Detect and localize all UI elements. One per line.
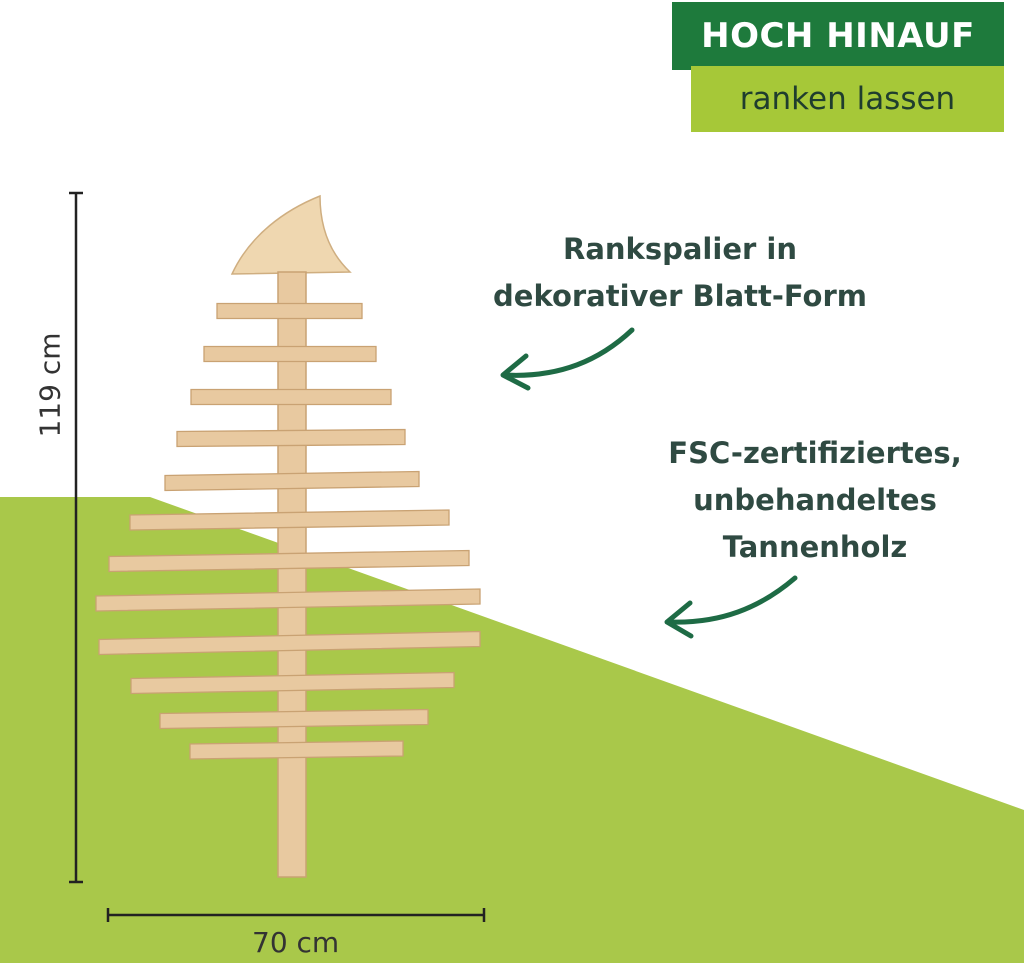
callout-line: Tannenholz (722, 530, 908, 564)
trellis-slat (189, 740, 404, 760)
callout-arrow-1 (500, 327, 635, 391)
trellis-illustration (95, 194, 481, 878)
trellis-slat (203, 345, 377, 363)
callout-leaf-shape: Rankspalier in dekorativer Blatt-Form (460, 226, 900, 320)
height-dimension-line (69, 191, 83, 884)
callout-line: dekorativer Blatt-Form (493, 279, 867, 313)
trellis-slat (164, 470, 420, 492)
trellis-slat (108, 549, 470, 573)
callout-wood-material: FSC-zertifiziertes, unbehandeltes Tannen… (610, 430, 1020, 571)
trellis-slat (176, 428, 406, 448)
trellis-slat (129, 509, 450, 531)
lawn-background (0, 497, 1024, 963)
header-badge-secondary: ranken lassen (691, 66, 1004, 132)
trellis-slat (190, 388, 392, 406)
height-dimension-label: 119 cm (33, 332, 67, 438)
width-dimension-line (106, 908, 486, 922)
header-badge-primary: HOCH HINAUF (672, 2, 1004, 70)
trellis-slat (130, 671, 455, 695)
callout-arrow-2 (664, 575, 798, 639)
callout-line: unbehandeltes (693, 483, 937, 517)
trellis-leaf-tip (230, 194, 352, 275)
callout-line: Rankspalier in (563, 232, 797, 266)
width-dimension-label: 70 cm (252, 926, 340, 959)
trellis-slat (98, 630, 481, 656)
callout-line: FSC-zertifiziertes, (668, 436, 962, 470)
trellis-slat (159, 708, 429, 730)
trellis-slat (95, 588, 481, 612)
trellis-slat (216, 302, 363, 320)
trellis-post (277, 271, 307, 878)
